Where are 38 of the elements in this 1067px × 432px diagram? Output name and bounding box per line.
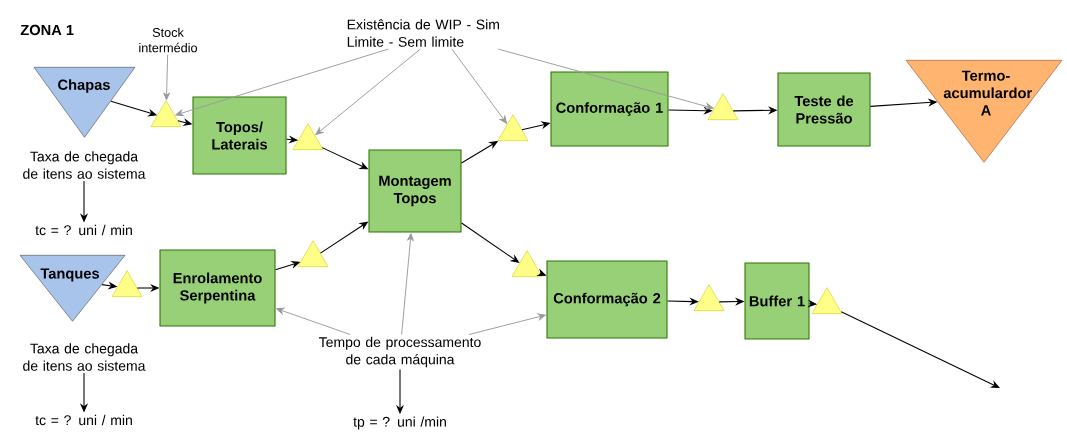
stock-triangle <box>693 284 725 311</box>
process-box: Enrolamento Serpentina <box>159 249 276 327</box>
stock-triangle <box>811 287 843 314</box>
process-box: Buffer 1 <box>744 262 810 340</box>
leader-line <box>315 48 421 135</box>
stock-triangle <box>292 123 324 150</box>
note-text: Tempo de processamento de cada máquina <box>319 336 481 368</box>
note-text: Existência de WIP - Sim Limite - Sem limite <box>347 19 499 47</box>
process-box: Montagem Topos <box>368 149 462 233</box>
process-box: Conformação 1 <box>550 71 669 147</box>
arrow <box>840 311 1000 388</box>
process-box: Topos/ Laterais <box>192 96 287 175</box>
stock-triangle <box>707 93 739 120</box>
leader-line <box>497 48 714 110</box>
leader-line <box>175 48 389 117</box>
zone-title: ZONA 1 <box>20 24 74 36</box>
source-triangle: Tanques <box>19 255 126 322</box>
stock-triangle <box>511 250 543 277</box>
stock-triangle <box>111 270 143 297</box>
stock-triangle <box>497 114 529 141</box>
leader-line <box>468 313 546 335</box>
note-text: tc = ? uni / min <box>35 414 132 426</box>
leader-line <box>401 233 414 335</box>
leader-line <box>163 54 171 101</box>
note-text: Stock intermédio <box>139 27 198 53</box>
note-text: Taxa de chegada de itens ao sistema <box>23 151 146 179</box>
leader-line <box>451 48 507 124</box>
stock-triangle <box>297 240 329 267</box>
note-text: Taxa de chegada de itens ao sistema <box>23 343 146 371</box>
process-box: Teste de Pressão <box>777 72 871 147</box>
note-text: tc = ? uni / min <box>35 224 132 236</box>
process-box: Conformação 2 <box>546 260 668 339</box>
note-text: tp = ? uni /min <box>353 416 446 430</box>
sink-triangle: Termo-acumulardor A <box>905 60 1063 163</box>
stock-triangle <box>150 100 182 127</box>
arrow <box>461 222 520 263</box>
leader-line <box>276 307 351 335</box>
source-triangle: Chapas <box>33 67 136 138</box>
